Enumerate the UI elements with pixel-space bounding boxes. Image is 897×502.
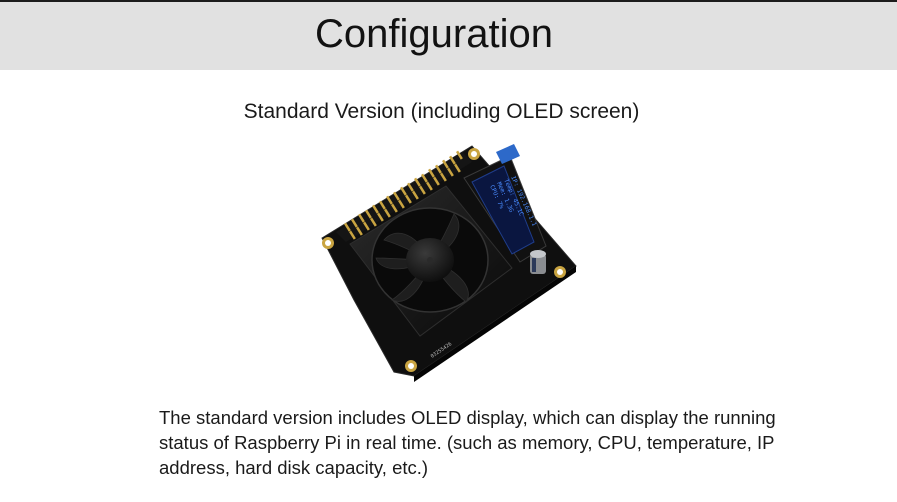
oled-connector xyxy=(496,144,520,164)
top-rule xyxy=(0,0,897,2)
page-title: Configuration xyxy=(315,12,553,56)
product-image: CPU: 7% Mem: 1.3G Temp: 45.1C IP: 192.16… xyxy=(321,144,577,382)
gpio-pins xyxy=(344,150,463,240)
cooling-fan xyxy=(349,185,513,337)
oled-module: CPU: 7% Mem: 1.3G Temp: 45.1C IP: 192.16… xyxy=(463,144,547,263)
gpio-header xyxy=(336,150,472,242)
mounting-holes xyxy=(322,148,566,372)
section-subtitle: Standard Version (including OLED screen) xyxy=(243,100,640,123)
capacitor xyxy=(530,250,546,274)
header-band xyxy=(0,2,897,70)
description-text: The standard version includes OLED displ… xyxy=(159,407,776,478)
board-front-edge xyxy=(414,266,576,382)
